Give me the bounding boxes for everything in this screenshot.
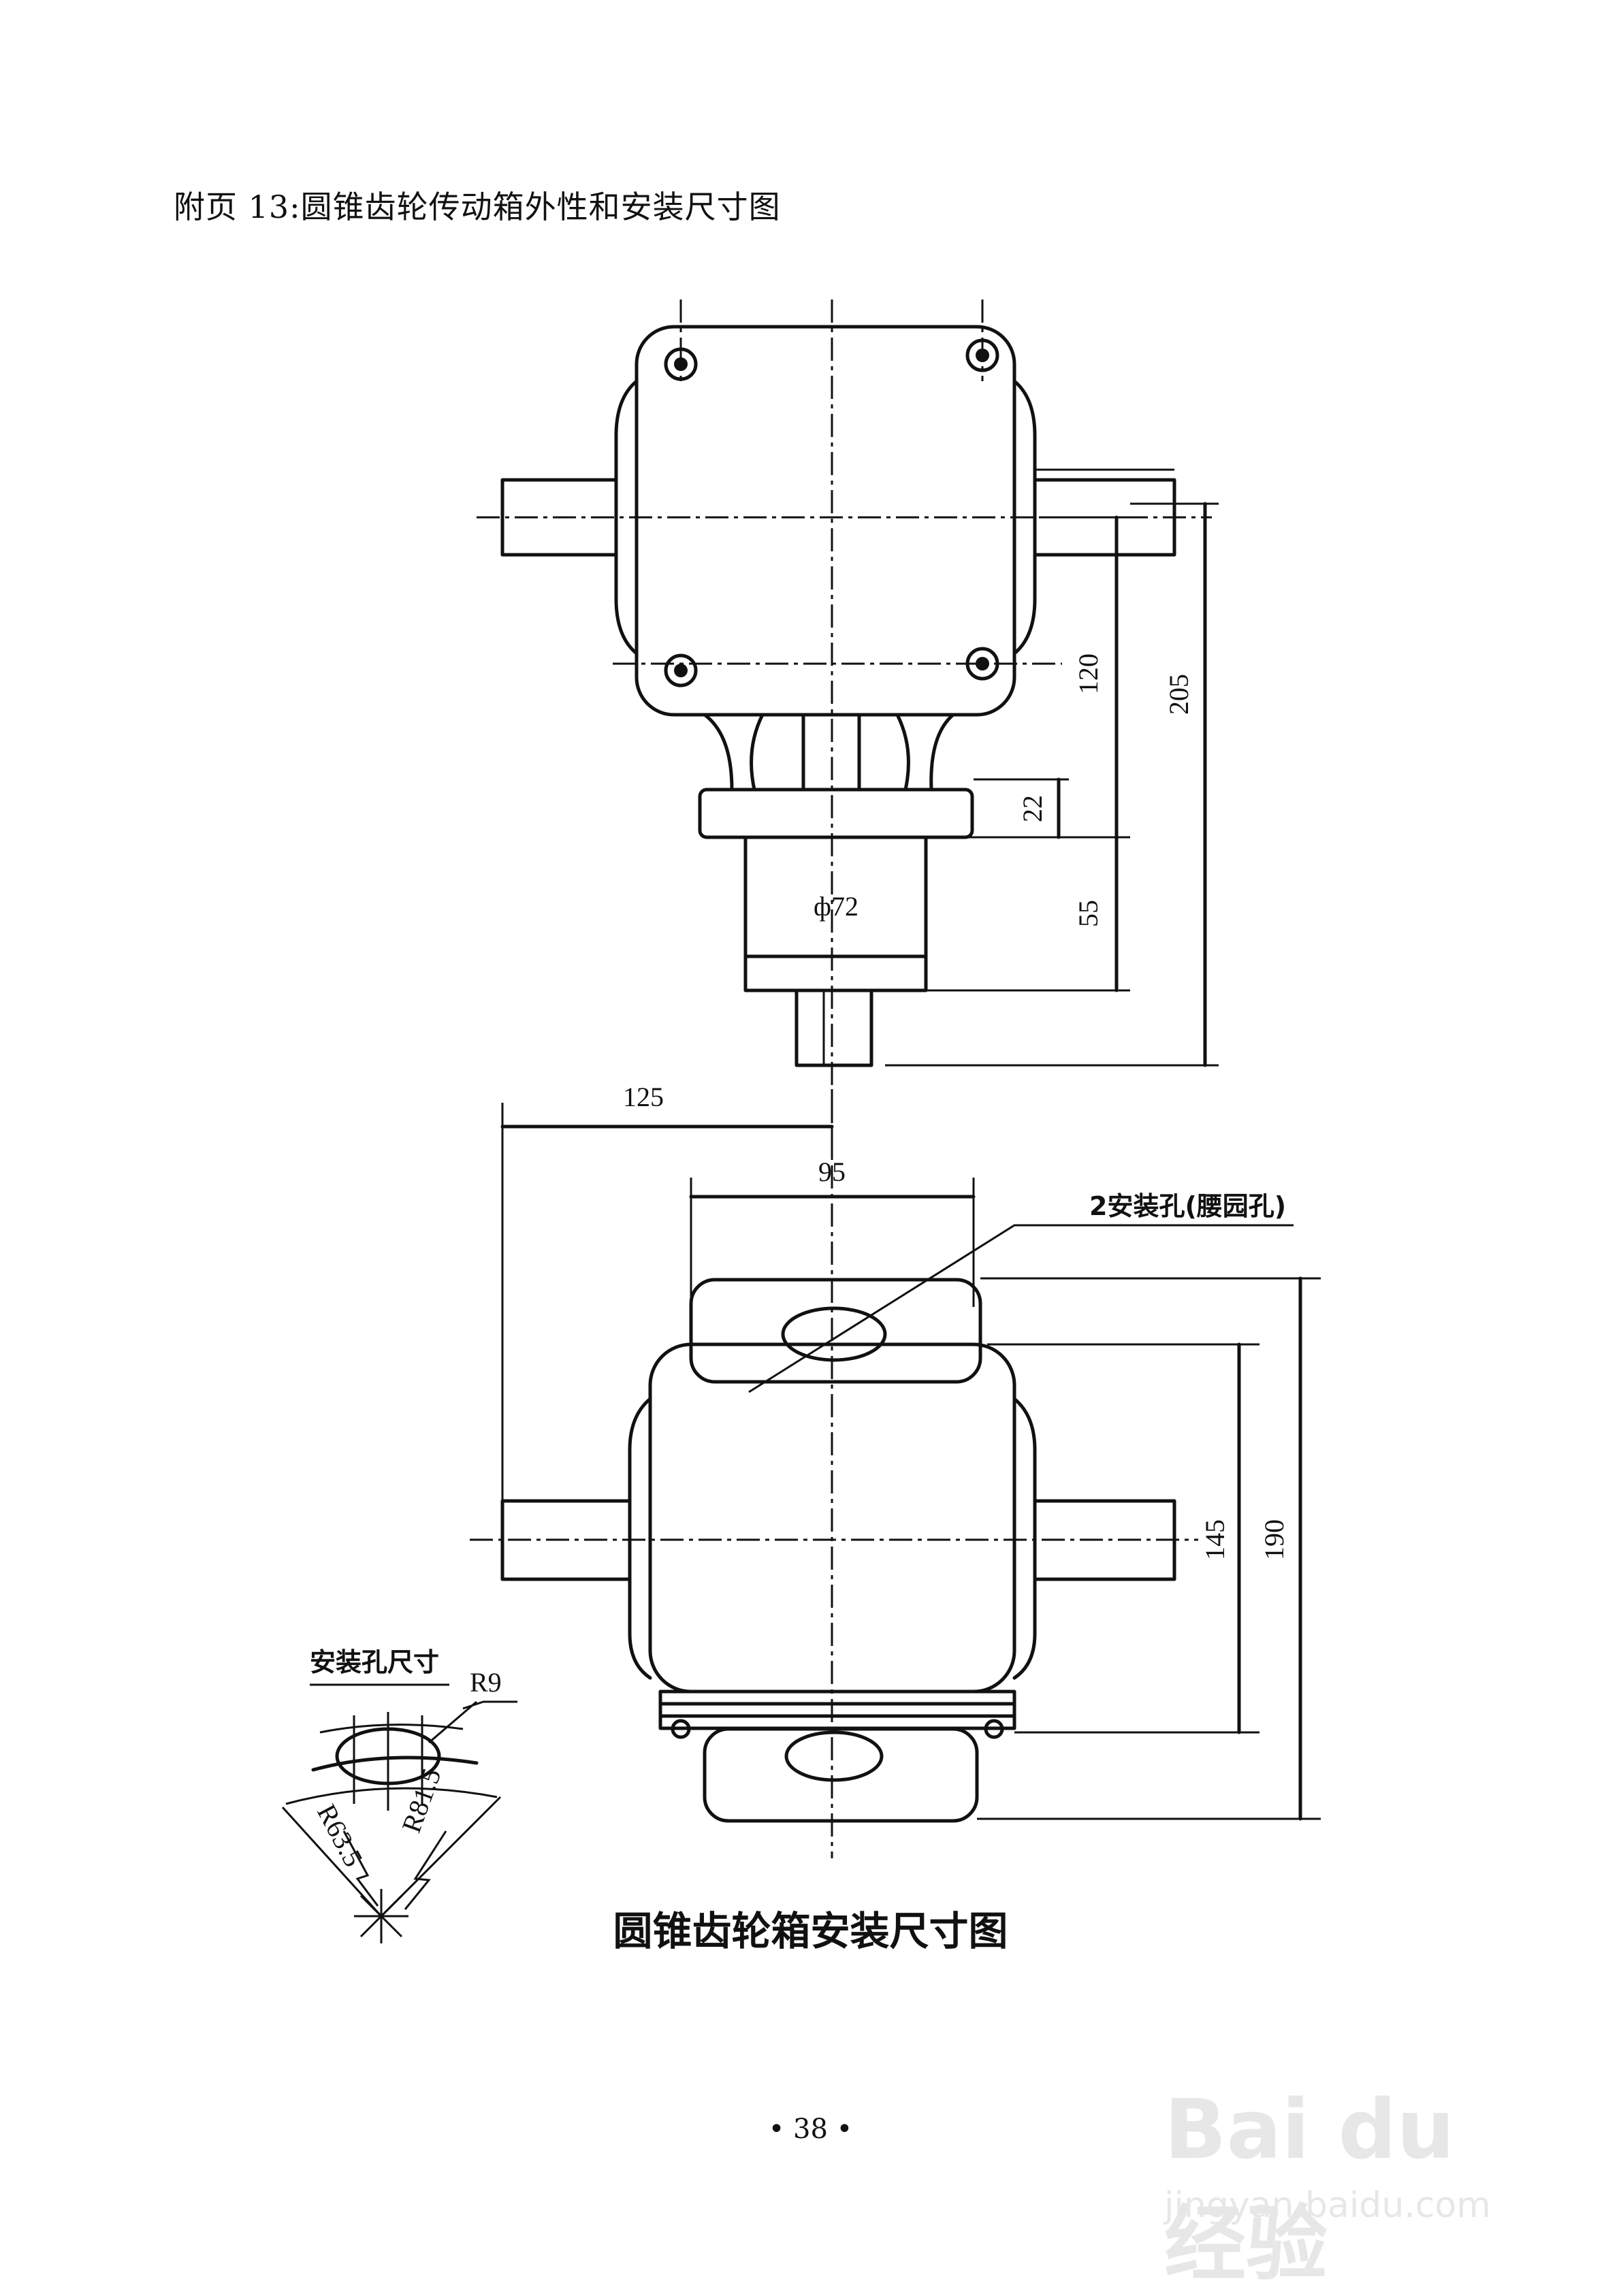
dim-125: 125 (623, 1082, 664, 1112)
mounting-tab-bottom (703, 1727, 979, 1823)
watermark-brand: Bai du 经验 (1164, 2083, 1455, 2292)
dim-55: 55 (1073, 900, 1104, 927)
dim-22: 22 (1017, 795, 1048, 822)
watermark: Bai du 经验 jingyan.baidu.com (1157, 2069, 1539, 2292)
page-number: • 38 • (768, 2114, 853, 2145)
watermark-url: jingyan.baidu.com (1164, 2185, 1491, 2226)
mounting-tab-top (689, 1278, 982, 1384)
output-shaft (795, 988, 873, 1067)
neck-left (703, 713, 734, 792)
bottom-view: 125 95 2安装孔(腰园孔) 145 (470, 1082, 1321, 1858)
figure-caption: 圆锥齿轮箱安装尺寸图 (613, 1908, 1008, 1954)
right-shaft (1033, 478, 1176, 557)
right-boss-lower (1012, 1397, 1037, 1680)
dim-145: 145 (1200, 1519, 1230, 1560)
radius-r815: R81.5 (396, 1764, 447, 1837)
left-shaft-lower (500, 1499, 632, 1581)
radius-r9: R9 (470, 1667, 502, 1698)
bolt-holes (664, 338, 999, 688)
neck-right (929, 713, 955, 792)
mounting-hole-callout: 2安装孔(腰园孔) (1089, 1191, 1286, 1221)
page-header: 附页 13:圆锥齿轮传动箱外性和安装尺寸图 (174, 189, 781, 225)
slot-hole-top (781, 1306, 887, 1362)
dim-120: 120 (1073, 653, 1104, 694)
right-shaft-lower (1033, 1499, 1176, 1581)
output-flange (698, 788, 974, 839)
top-view: 120 22 55 205 ф72 (477, 300, 1219, 1157)
gearbox-housing (635, 325, 1016, 717)
detail-title: 安装孔尺寸 (310, 1647, 439, 1677)
dim-190: 190 (1259, 1519, 1289, 1560)
dim-205: 205 (1163, 674, 1194, 715)
radius-r635: R63.5 (311, 1799, 369, 1871)
left-boss-lower (628, 1397, 652, 1680)
left-shaft (500, 478, 618, 557)
dim-95: 95 (818, 1157, 846, 1187)
dim-phi72: ф72 (814, 891, 858, 922)
slot-hole-bottom (784, 1730, 884, 1782)
